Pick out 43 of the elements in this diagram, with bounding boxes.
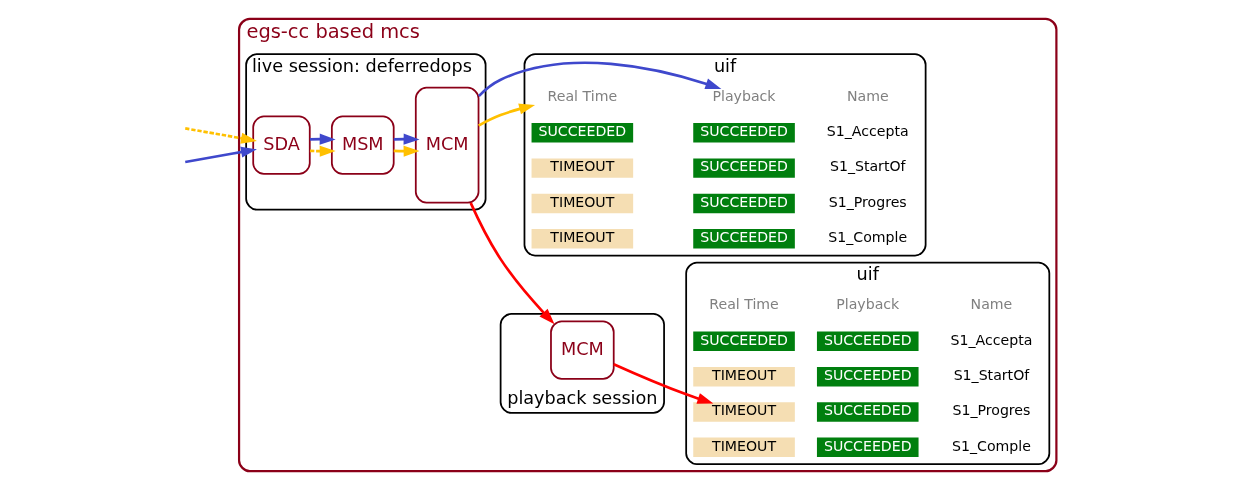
node-box: SUCCEEDED [816,437,919,458]
node-box: SUCCEEDED [693,331,795,352]
node-text: S1_Comple [952,437,1031,454]
node-text: S1_StartOf [829,158,906,175]
node-text: Real Time [547,87,618,104]
node-text: Name [846,87,889,104]
node-box: TIMEOUT [531,229,634,249]
node-box: MCM [414,86,480,204]
node-text: S1_Accepta [826,123,909,140]
node-text: Playback [712,87,776,104]
node-box: SDA [252,115,311,175]
node-box: SUCCEEDED [816,402,919,422]
node-text: Real Time [709,296,779,313]
node-text: Playback [836,296,900,313]
arrow [185,127,257,144]
node-box: SUCCEEDED [816,366,919,387]
node-box: TIMEOUT [531,158,634,178]
arrow [393,133,420,145]
node-text: S1_StartOf [953,367,1030,384]
node-box: SUCCEEDED [531,123,634,143]
node-box: TIMEOUT [693,366,795,387]
node-text: S1_Comple [828,229,908,246]
node-box: TIMEOUT [693,437,795,458]
arrow [185,146,257,164]
arrow [309,145,336,157]
node-text: S1_Progres [952,402,1031,419]
node-text: S1_Progres [828,193,907,210]
node-box: TIMEOUT [531,193,634,214]
arrow [469,202,555,325]
node-box: SUCCEEDED [693,123,795,143]
node-text: S1_Accepta [950,331,1033,348]
node-box: SUCCEEDED [693,158,795,178]
node-box: SUCCEEDED [693,193,795,214]
arrow [309,133,336,145]
node-box: MCM [550,320,615,380]
node-box: MSM [330,115,395,175]
node-box: TIMEOUT [693,402,795,422]
arrow [478,103,536,127]
arrow [477,61,722,98]
node-box: SUCCEEDED [816,331,919,352]
node-text: Name [970,296,1013,313]
arrow [613,363,714,404]
node-box: SUCCEEDED [693,229,795,249]
